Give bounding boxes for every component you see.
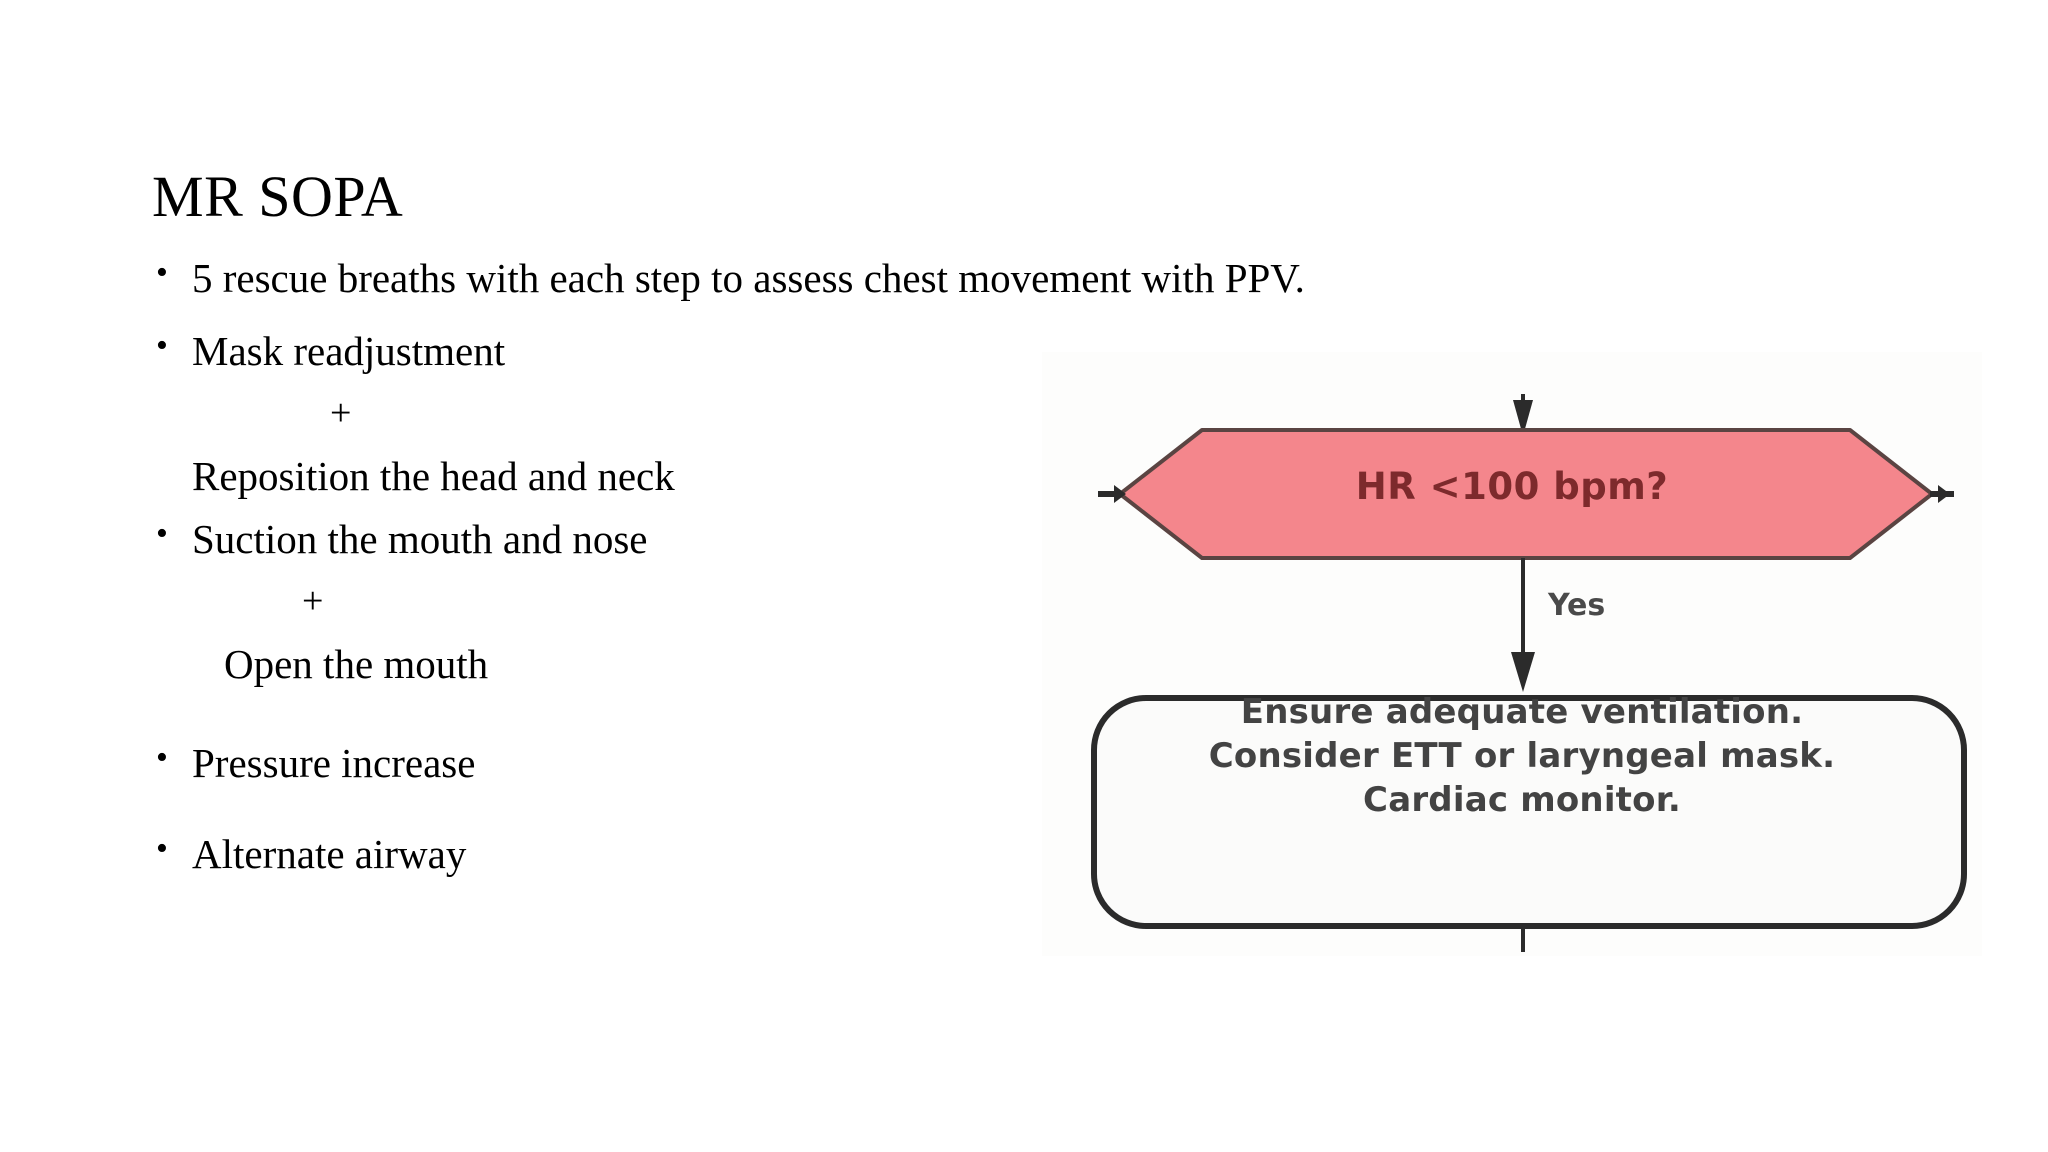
flowchart-image: HR <100 bpm? Yes Ensure adequate ventila… [1042,352,1982,956]
spacer [150,685,970,743]
spacer [150,784,970,834]
process-line-2: Consider ETT or laryngeal mask. [1208,736,1836,777]
process-box [1091,695,1967,929]
sub-text-open-mouth: Open the mouth [224,641,489,687]
process-line-1: Ensure adequate ventilation. [1240,692,1804,732]
spacer [150,372,970,394]
left-stub-icon [1098,485,1126,503]
flowchart-svg [1091,394,1967,952]
process-line-3: Cardiac monitor. [1363,780,1681,821]
decision-label: HR <100 bpm? [1355,465,1669,508]
spacer [150,560,970,582]
list-item: Suction the mouth and nose [150,517,970,560]
plus-connector-2: + [302,580,324,622]
right-stub-icon [1930,485,1954,503]
list-item: 5 rescue breaths with each step to asses… [150,256,1305,299]
plus-connector-1: + [330,392,352,434]
sub-text-reposition: Reposition the head and neck [192,453,675,499]
bullet-list: 5 rescue breaths with each step to asses… [150,256,1305,875]
list-item: Mask readjustment [150,329,970,372]
edge-label-yes: Yes [1548,588,1606,623]
yes-arrow-icon [1511,558,1535,692]
list-item: Alternate airway [150,832,970,875]
page-title: MR SOPA [152,163,404,229]
spacer [150,299,970,331]
list-item: Pressure increase [150,741,970,784]
top-arrow-icon [1513,394,1533,436]
process-box-text: Ensure adequate ventilation. Consider ET… [1102,690,1942,823]
